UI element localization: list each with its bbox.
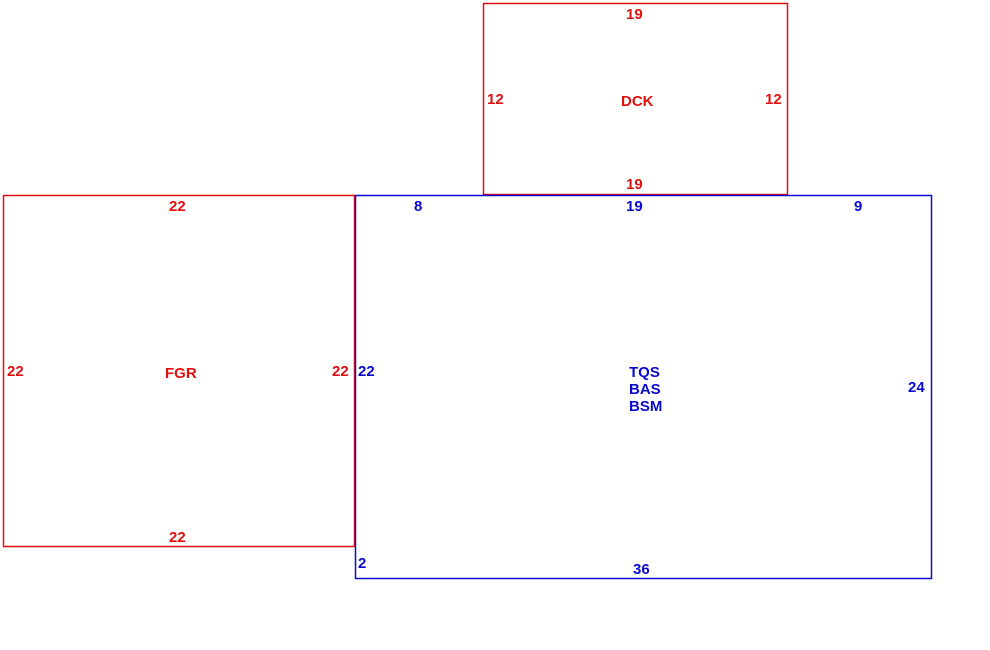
area-dck: DCK 19 19 12 12 <box>482 2 789 196</box>
area-fgr-outline <box>2 194 356 548</box>
area-main-code-2: BAS <box>629 381 661 398</box>
main-bottom-left-dimension: 2 <box>358 555 366 572</box>
dck-bottom-dimension: 19 <box>626 176 643 193</box>
main-top-right-dimension: 9 <box>854 198 862 215</box>
area-main-code-1: TQS <box>629 364 660 381</box>
main-bottom-dimension: 36 <box>633 561 650 578</box>
area-fgr: FGR 22 22 22 22 <box>2 194 356 548</box>
fgr-right-dimension: 22 <box>332 363 349 380</box>
area-main: TQS BAS BSM 8 19 9 22 24 36 2 <box>354 194 933 580</box>
fgr-left-dimension: 22 <box>7 363 24 380</box>
main-top-left-dimension: 8 <box>414 198 422 215</box>
fgr-bottom-dimension: 22 <box>169 529 186 546</box>
dck-top-dimension: 19 <box>626 6 643 23</box>
main-top-mid-dimension: 19 <box>626 198 643 215</box>
area-dck-outline <box>482 2 789 196</box>
area-main-code-3: BSM <box>629 398 662 415</box>
area-dck-label: DCK <box>621 93 654 110</box>
main-left-dimension: 22 <box>358 363 375 380</box>
main-right-dimension: 24 <box>908 379 925 396</box>
area-main-outline <box>354 194 933 580</box>
fgr-top-dimension: 22 <box>169 198 186 215</box>
dck-left-dimension: 12 <box>487 91 504 108</box>
area-fgr-label: FGR <box>165 365 197 382</box>
dck-right-dimension: 12 <box>765 91 782 108</box>
